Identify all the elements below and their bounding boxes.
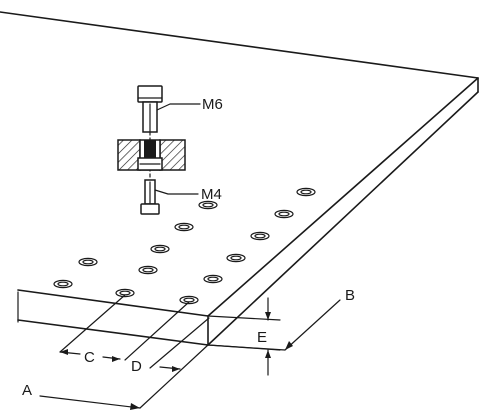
label-d: D [131,358,142,375]
m4-screw-head [140,203,160,215]
hole [78,257,98,267]
plate-right-top-edge [207,77,479,317]
hole [300,189,312,195]
dim-c-arrow-left [60,349,68,355]
insert-core [144,140,156,158]
hole [53,279,73,289]
dim-d-arrow [172,366,180,372]
section-block-right [159,139,186,171]
hole [254,233,266,239]
dim-d-ext [149,317,210,369]
hole [296,187,316,197]
plate-right-bottom-edge [207,91,479,346]
hole [274,209,294,219]
hole [115,288,135,298]
m4-leader [154,189,199,195]
dim-c-ext-right [124,301,190,361]
hole [179,295,199,305]
section-block-left [117,139,141,171]
dim-a-arrow [130,403,140,410]
hole [57,281,69,287]
label-m6: M6 [202,96,223,113]
dim-b-line [284,299,341,351]
hole [202,202,214,208]
hole [119,290,131,296]
label-m4: M4 [201,186,222,203]
dim-e-ext-bottom [207,344,281,351]
hole [198,200,218,210]
hole [150,244,170,254]
screw-assembly [117,85,201,215]
plate-front-top-edge [17,289,209,317]
dim-c-ext-left [59,294,126,353]
dim-c-arrow-right [112,356,120,362]
dim-a-ext-right [139,344,209,409]
hole [82,259,94,265]
dim-e-arrow-bottom [265,350,271,358]
label-c: C [84,349,95,366]
holes [53,187,316,305]
dim-b-arrow [285,341,293,350]
hole [203,274,223,284]
m6-leader [156,103,201,111]
hole [174,222,194,232]
hole [154,246,166,252]
hole [226,253,246,263]
hole [250,231,270,241]
hole [230,255,242,261]
label-b: B [345,287,355,304]
dim-a-line [39,395,141,409]
hole [142,267,154,273]
hole [183,297,195,303]
hole [278,211,290,217]
hole [207,276,219,282]
plate [0,11,479,346]
hole [178,224,190,230]
label-e: E [257,329,267,346]
dimensions [17,291,341,410]
plate-back-edge [0,11,479,79]
dim-e-arrow-top [265,312,271,320]
m6-screw-head [137,85,163,103]
plate-front-bottom-edge [17,319,209,346]
label-a: A [22,382,32,399]
hole [138,265,158,275]
